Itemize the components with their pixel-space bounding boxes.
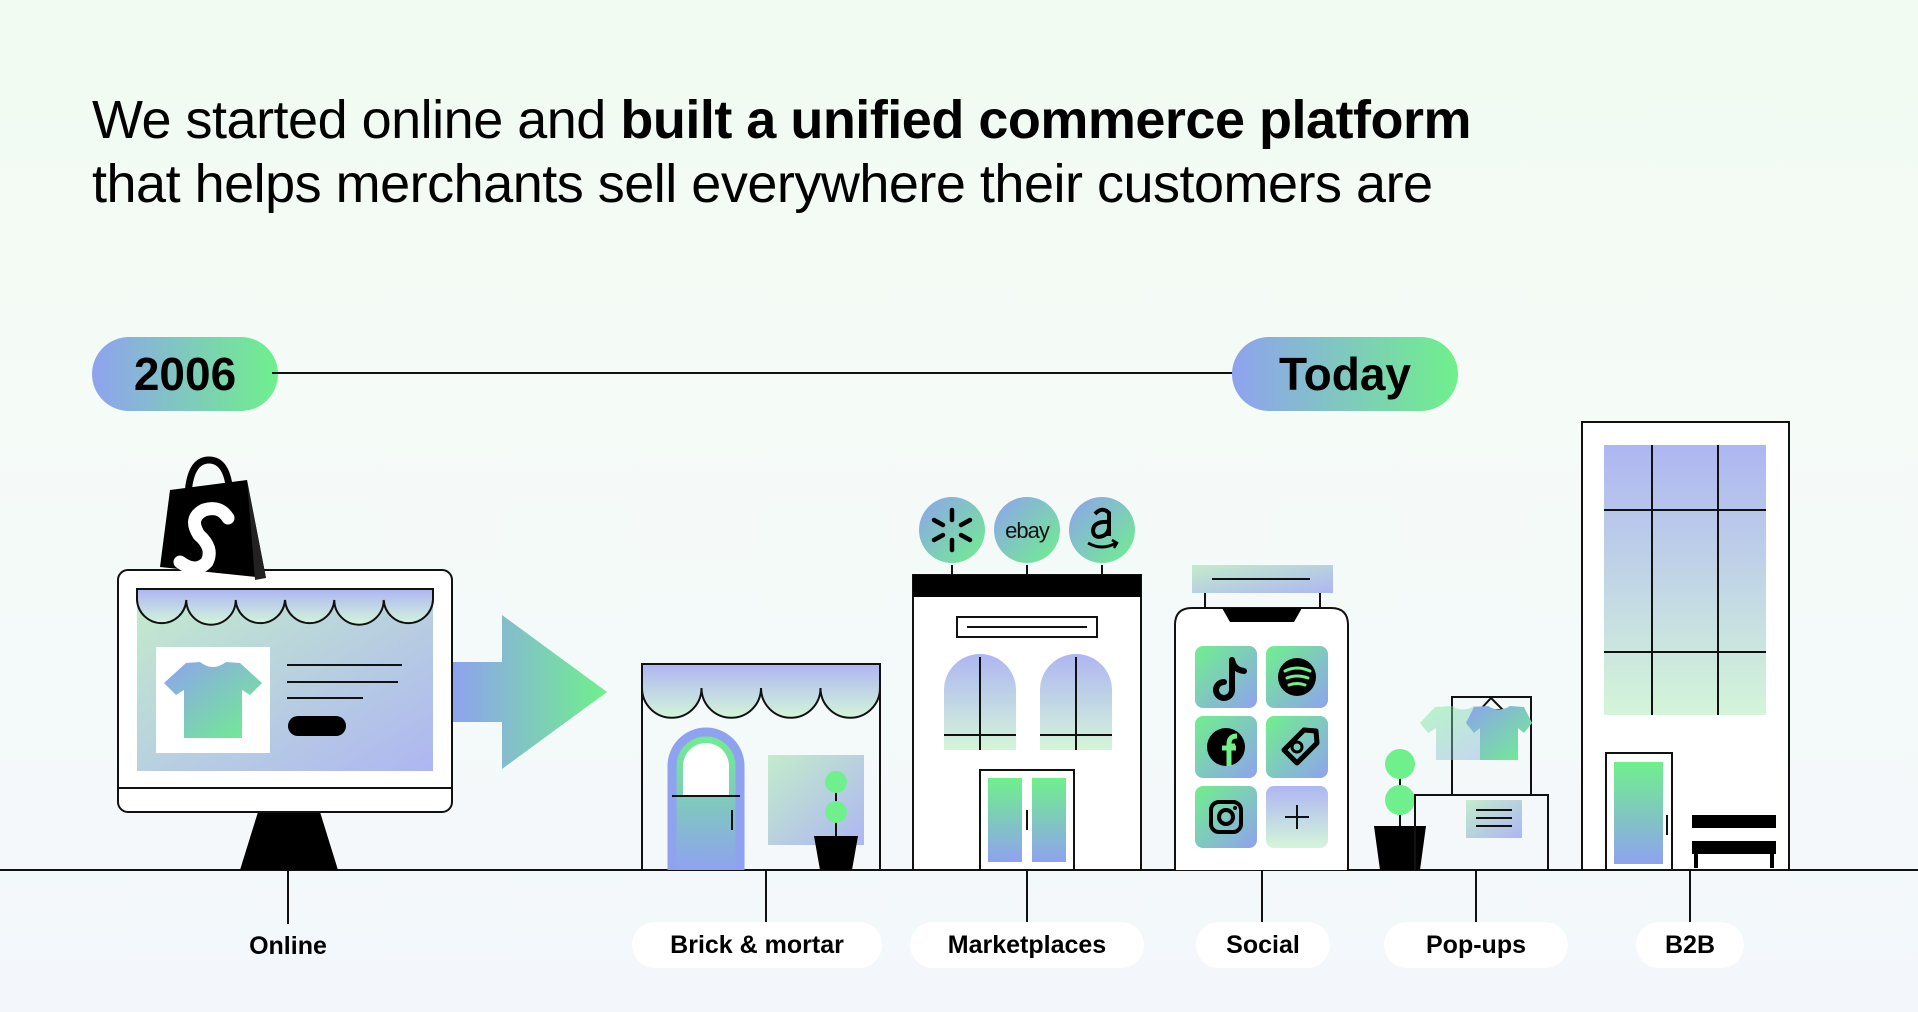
amazon-logo-icon <box>1069 497 1135 563</box>
brick-mortar-store <box>641 663 881 870</box>
headline-line2: that helps merchants sell everywhere the… <box>92 154 1433 214</box>
channel-label-marketplaces: Marketplaces <box>910 922 1144 968</box>
channel-label-brick-mortar: Brick & mortar <box>632 922 882 968</box>
instagram-icon <box>1195 786 1257 848</box>
channel-label-marketplaces-text: Marketplaces <box>947 930 1107 959</box>
shopify-bag-icon <box>160 456 266 580</box>
plus-icon <box>1266 786 1328 848</box>
headline: We started online and built a unified co… <box>92 88 1471 216</box>
timeline-line <box>272 372 1238 374</box>
marketplaces-building <box>912 565 1142 871</box>
tiktok-icon <box>1195 646 1257 708</box>
timeline-end-label: Today <box>1278 348 1412 400</box>
online-computer <box>117 569 453 870</box>
channel-label-brick-mortar-text: Brick & mortar <box>670 930 844 959</box>
b2b-building <box>1581 421 1790 871</box>
google-shopping-icon <box>1266 716 1328 778</box>
headline-part1: We started online and <box>92 90 621 150</box>
channel-label-popups-text: Pop-ups <box>1426 930 1526 959</box>
online-arrow <box>453 615 607 769</box>
walmart-logo-icon <box>919 497 985 563</box>
channel-label-online: Online <box>249 932 327 960</box>
popups-stand <box>1374 696 1549 870</box>
channel-label-social: Social <box>1196 922 1330 968</box>
channel-label-b2b: B2B <box>1636 922 1744 968</box>
channel-label-b2b-text: B2B <box>1664 930 1715 959</box>
channel-label-popups: Pop-ups <box>1384 922 1568 968</box>
spotify-icon <box>1266 646 1328 708</box>
headline-bold: built a unified commerce platform <box>620 90 1471 150</box>
ebay-logo-icon: ebay <box>994 497 1060 563</box>
timeline-start-pill: 2006 <box>92 337 278 411</box>
channel-label-social-text: Social <box>1226 930 1300 959</box>
timeline-start-label: 2006 <box>133 348 237 400</box>
timeline-end-pill: Today <box>1232 337 1458 411</box>
facebook-icon <box>1195 716 1257 778</box>
ebay-logo-text: ebay <box>1005 518 1050 543</box>
